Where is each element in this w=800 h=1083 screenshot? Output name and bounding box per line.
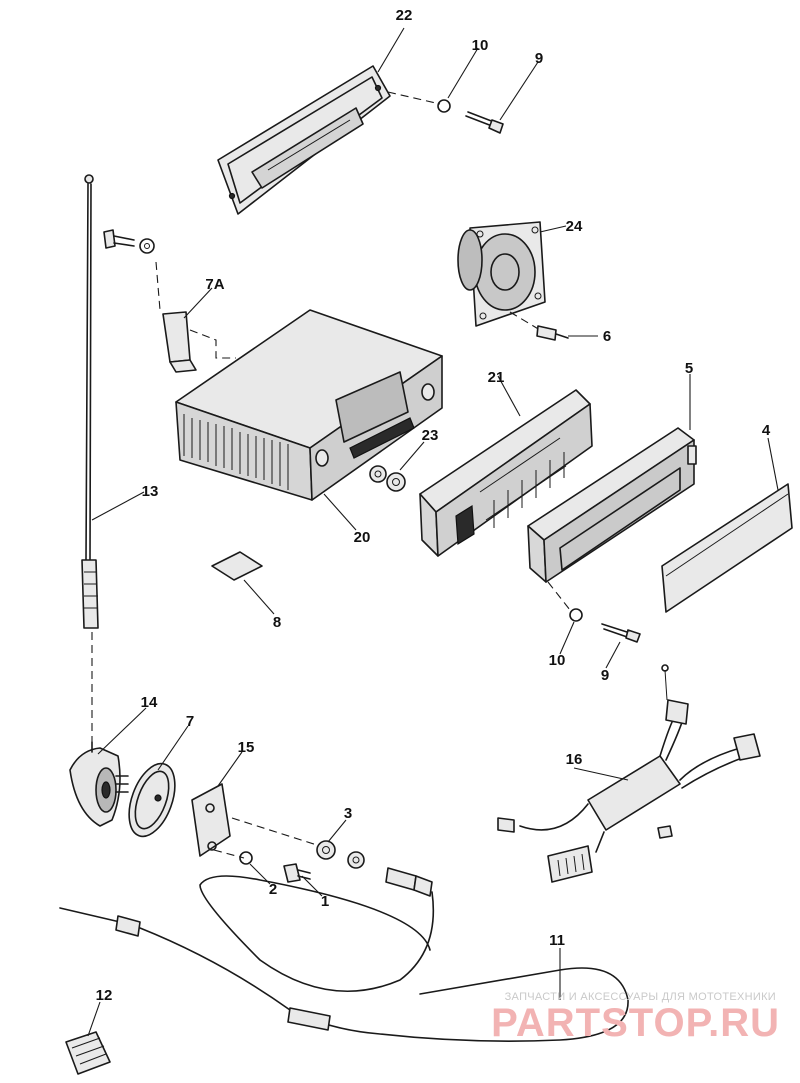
label-7: 7 <box>186 713 194 730</box>
label-9-bottom: 9 <box>601 667 609 684</box>
leader-lines <box>87 27 779 1037</box>
label-12: 12 <box>96 987 113 1004</box>
label-8: 8 <box>273 614 281 631</box>
part-9-screw-top <box>465 111 504 134</box>
label-4: 4 <box>762 422 771 439</box>
part-16-wiring-harness <box>497 664 761 883</box>
label-10-bottom: 10 <box>549 652 566 669</box>
label-21: 21 <box>488 369 505 386</box>
part-4-trim-strip <box>661 483 793 613</box>
part-13-antenna <box>81 174 99 629</box>
part-23-nuts <box>369 465 406 492</box>
bracket-screw <box>103 229 155 254</box>
label-13: 13 <box>142 483 159 500</box>
label-22: 22 <box>396 7 413 24</box>
part-7-gasket <box>128 762 176 838</box>
part-6-pin <box>536 325 569 341</box>
label-20: 20 <box>354 529 371 546</box>
label-7a: 7A <box>205 276 224 293</box>
label-24: 24 <box>566 218 583 235</box>
label-10-top: 10 <box>472 37 489 54</box>
part-12-cap <box>65 1031 111 1075</box>
part-15-plate <box>191 783 231 857</box>
label-5: 5 <box>685 360 693 377</box>
antenna-connector <box>385 867 433 897</box>
dash-15-3 <box>231 817 321 847</box>
watermark-logo-text: PARTSTOP.RU <box>491 1001 780 1045</box>
label-23: 23 <box>422 427 439 444</box>
part-10-washer-top <box>437 99 451 113</box>
dash-5-10 <box>547 581 571 611</box>
part-2-washer <box>239 851 253 865</box>
part-14-antenna-base <box>69 741 129 827</box>
label-3: 3 <box>344 805 352 822</box>
part-1-screw <box>283 863 311 883</box>
label-16: 16 <box>566 751 583 768</box>
part-21-front-panel <box>419 389 593 557</box>
label-14: 14 <box>141 694 158 711</box>
part-3-nut <box>316 840 336 860</box>
part-labels: 22 10 9 24 7A 6 5 21 4 23 13 20 8 10 9 1… <box>96 7 771 1004</box>
label-1: 1 <box>321 893 329 910</box>
part-24-speaker <box>457 221 546 327</box>
part-9-screw-bottom <box>601 623 641 643</box>
label-11: 11 <box>549 932 565 949</box>
dash-plate-hw <box>213 849 245 859</box>
part-10-washer-bottom <box>569 608 583 622</box>
label-2: 2 <box>269 881 277 898</box>
part-7a-bracket <box>162 311 197 373</box>
part-5-sleeve <box>527 427 697 583</box>
label-6: 6 <box>603 328 611 345</box>
part-22-faceplate <box>217 65 391 215</box>
dash-screw-bracket <box>155 261 161 311</box>
nut-extra <box>347 851 365 869</box>
watermark-tagline: ЗАПЧАСТИ И АКСЕССУАРЫ ДЛЯ МОТОТЕХНИКИ <box>505 991 776 1003</box>
part-8-pad <box>211 551 263 581</box>
label-9-top: 9 <box>535 50 543 67</box>
dash-7a-radio <box>189 329 236 359</box>
watermark: ЗАПЧАСТИ И АКСЕССУАРЫ ДЛЯ МОТОТЕХНИКИ PA… <box>491 991 780 1045</box>
dash-24-6 <box>509 311 541 331</box>
dash-22-10 <box>387 91 441 105</box>
label-15: 15 <box>238 739 255 756</box>
part-20-radio-unit <box>175 309 443 501</box>
